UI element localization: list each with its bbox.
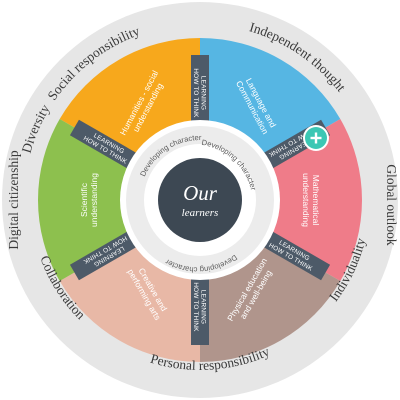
center-title: Our [183, 181, 218, 205]
bar-shape [191, 269, 209, 345]
segment-label-line: Mathematical [311, 175, 321, 226]
segment-label-mathematical: Mathematicalunderstanding [301, 173, 321, 227]
center-circle [158, 158, 242, 242]
bar-label: LEARNINGHOW TO THINK [192, 68, 207, 118]
bar-label-line: LEARNING [200, 290, 207, 324]
bar-shape [69, 119, 145, 174]
plus-icon [310, 132, 322, 144]
bar-label-line: HOW TO THINK [192, 68, 199, 118]
bar-shape [255, 226, 331, 281]
learning-how-to-think-bar-1: LEARNINGHOW TO THINK [191, 55, 209, 131]
bar-shape [69, 226, 145, 281]
segment-label-line: understanding [89, 173, 99, 227]
learning-how-to-think-bar-4: LEARNINGHOW TO THINK [191, 269, 209, 345]
bar-label-line: LEARNING [200, 76, 207, 110]
segment-label-line: Scientific [79, 182, 89, 217]
bar-shape [191, 55, 209, 131]
segment-label-scientific: Scientificunderstanding [79, 173, 99, 227]
segment-label-line: understanding [301, 173, 311, 227]
expand-plus-button[interactable] [303, 125, 329, 151]
center-subtitle: learners [182, 207, 219, 219]
outer-label-digital-citizenship: Digital citizenship [6, 150, 21, 250]
bar-label-line: HOW TO THINK [192, 282, 199, 332]
bar-label: LEARNINGHOW TO THINK [192, 282, 207, 332]
outer-label-global-outlook: Global outlook [384, 164, 399, 246]
